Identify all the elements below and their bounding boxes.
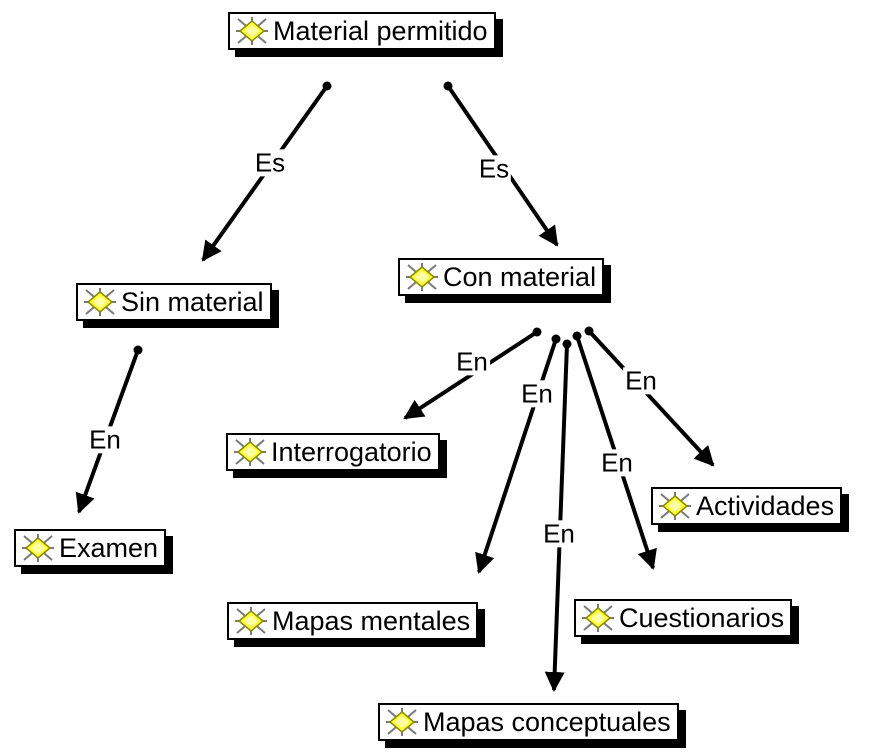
connector-start-dot bbox=[562, 339, 572, 349]
connector-start-dot bbox=[532, 327, 542, 337]
concept-star-icon bbox=[581, 603, 615, 633]
concept-label: Interrogatorio bbox=[271, 436, 432, 467]
connector-start-dot bbox=[322, 81, 332, 91]
concept-cuestionarios[interactable]: Cuestionarios bbox=[574, 599, 793, 637]
concept-label: Mapas mentales bbox=[272, 605, 471, 636]
concept-sin-material[interactable]: Sin material bbox=[76, 283, 272, 321]
concept-con-material[interactable]: Con material bbox=[398, 258, 605, 296]
concept-mapas-mentales[interactable]: Mapas mentales bbox=[227, 602, 479, 640]
concept-label: Mapas conceptuales bbox=[423, 706, 671, 737]
concept-star-icon bbox=[234, 606, 268, 636]
concept-star-icon bbox=[658, 491, 692, 521]
concept-label: Material permitido bbox=[273, 15, 488, 46]
connector-start-dot bbox=[584, 326, 594, 336]
concept-mapas-conceptuales[interactable]: Mapas conceptuales bbox=[378, 703, 679, 741]
link-label-en: En bbox=[623, 365, 659, 396]
connector-con-actividades bbox=[587, 329, 715, 467]
concept-label: Actividades bbox=[696, 490, 835, 521]
concept-star-icon bbox=[405, 262, 439, 292]
link-label-en: En bbox=[599, 447, 635, 478]
connector-con-mapas-mentales bbox=[475, 338, 558, 574]
link-label-en: En bbox=[87, 424, 123, 455]
concept-examen[interactable]: Examen bbox=[14, 529, 167, 567]
connector-con-mapas-conceptuales bbox=[544, 343, 569, 692]
concept-star-icon bbox=[83, 287, 117, 317]
concept-label: Sin material bbox=[121, 286, 264, 317]
concept-material-permitido[interactable]: Material permitido bbox=[228, 12, 496, 50]
concept-interrogatorio[interactable]: Interrogatorio bbox=[226, 433, 440, 471]
concept-actividades[interactable]: Actividades bbox=[651, 487, 843, 525]
connector-start-dot bbox=[551, 334, 561, 344]
link-label-en: En bbox=[454, 346, 490, 377]
link-label-es: Es bbox=[252, 147, 288, 178]
concept-star-icon bbox=[21, 533, 55, 563]
link-label-es: Es bbox=[476, 153, 512, 184]
concept-label: Examen bbox=[59, 532, 159, 563]
connector-start-dot bbox=[443, 81, 453, 91]
link-label-en: En bbox=[519, 378, 555, 409]
connector-start-dot bbox=[133, 345, 143, 355]
concept-label: Con material bbox=[443, 261, 597, 292]
connector-start-dot bbox=[572, 331, 582, 341]
concept-label: Cuestionarios bbox=[619, 602, 785, 633]
concept-star-icon bbox=[385, 707, 419, 737]
link-label-en: En bbox=[541, 518, 577, 549]
concept-star-icon bbox=[235, 16, 269, 46]
concept-star-icon bbox=[233, 437, 267, 467]
